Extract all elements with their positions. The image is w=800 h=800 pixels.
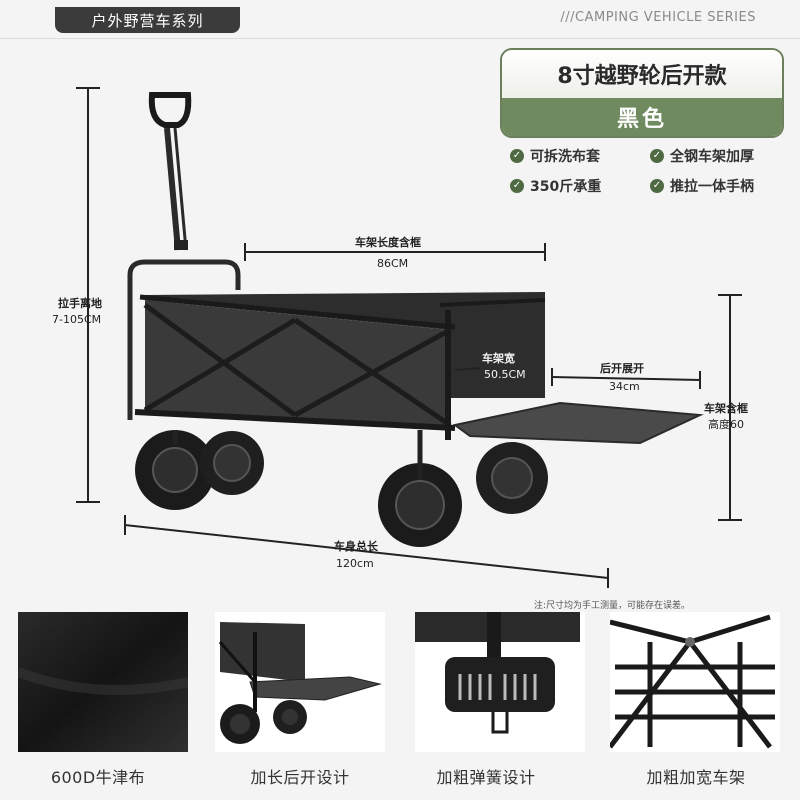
spring-detail-image <box>415 612 585 752</box>
header-divider <box>0 38 800 39</box>
frame-height-value: 高度60 <box>708 418 744 431</box>
thumbnail-label: 加粗弹簧设计 <box>436 768 536 787</box>
thumbnail-label: 加长后开设计 <box>250 768 350 787</box>
rear-open-label: 后开展开 <box>600 362 644 375</box>
frame-width-label: 车架宽 <box>482 352 515 365</box>
thumbnail-rear-open <box>215 612 385 752</box>
thumbnail-spring <box>415 612 585 752</box>
fabric-texture-image <box>18 612 188 752</box>
thumbnail-label: 600D牛津布 <box>50 768 146 787</box>
wheel-front-right <box>476 442 548 514</box>
pull-handle <box>148 92 192 251</box>
model-card: 8寸越野轮后开款 黑色 <box>500 48 784 138</box>
series-title-badge: 户外野营车系列 <box>55 7 240 33</box>
thumbnail-frame <box>610 612 780 752</box>
thumbnail-label: 加粗加宽车架 <box>646 768 746 787</box>
wheel-rear-left <box>135 430 215 510</box>
feature-item: ✓ 全钢车架加厚 <box>650 146 754 166</box>
body-length-label: 车身总长 <box>334 540 378 553</box>
check-circle-icon: ✓ <box>510 149 524 163</box>
check-circle-icon: ✓ <box>650 179 664 193</box>
rear-open-image <box>215 612 385 752</box>
feature-label: 推拉一体手柄 <box>670 179 754 195</box>
feature-item: ✓ 可拆洗布套 <box>510 146 600 166</box>
rear-open-value: 34cm <box>609 380 640 393</box>
feature-label: 可拆洗布套 <box>530 149 600 165</box>
dimension-lines <box>76 87 742 588</box>
frame-detail-image <box>610 612 780 752</box>
model-title: 8寸越野轮后开款 <box>502 50 782 98</box>
model-color-label: 黑色 <box>502 98 782 136</box>
series-english-title: ///CAMPING VEHICLE SERIES <box>560 10 756 25</box>
check-circle-icon: ✓ <box>510 179 524 193</box>
wagon-side-panel <box>145 300 450 425</box>
feature-item: ✓ 350斤承重 <box>510 176 601 196</box>
rear-tailgate <box>452 401 704 445</box>
measurement-note: 注:尺寸均为手工测量，可能存在误差。 <box>534 601 691 611</box>
frame-width-value: 50.5CM <box>484 368 526 381</box>
thumbnail-oxford-fabric <box>18 612 188 752</box>
wheel-rear-right <box>200 431 264 495</box>
handle-height-label: 拉手离地 <box>58 297 102 310</box>
feature-label: 全钢车架加厚 <box>670 149 754 165</box>
handle-height-value: 7-105CM <box>52 313 102 326</box>
feature-item: ✓ 推拉一体手柄 <box>650 176 754 196</box>
body-length-value: 120cm <box>336 557 374 570</box>
frame-length-label: 车架长度含框 <box>355 236 421 249</box>
feature-label: 350斤承重 <box>530 179 602 195</box>
wagon-illustration <box>76 87 742 588</box>
check-circle-icon: ✓ <box>650 149 664 163</box>
wheel-front-left <box>378 463 462 547</box>
series-title: 户外野营车系列 <box>91 11 204 30</box>
frame-height-label: 车架含框 <box>704 402 748 415</box>
frame-length-value: 86CM <box>377 257 409 270</box>
